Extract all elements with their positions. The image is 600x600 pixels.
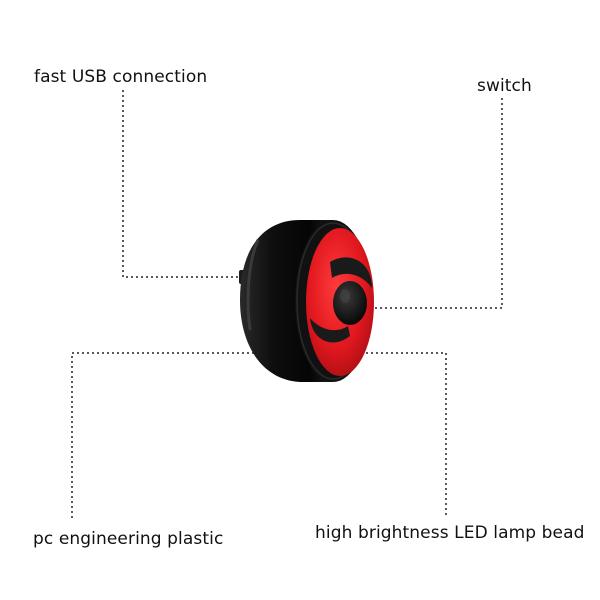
leader-led — [340, 352, 447, 515]
leader-usb — [122, 90, 243, 278]
label-pc-engineering-plastic: pc engineering plastic — [33, 529, 224, 549]
label-high-brightness-led-lamp-bead: high brightness LED lamp bead — [315, 523, 585, 543]
leader-lines — [71, 90, 503, 518]
switch-button — [333, 281, 367, 325]
label-fast-usb-connection: fast USB connection — [34, 67, 208, 87]
leader-switch — [348, 98, 503, 309]
tail-light-device — [239, 220, 374, 382]
leader-plastic — [71, 352, 268, 518]
label-switch: switch — [477, 76, 532, 96]
